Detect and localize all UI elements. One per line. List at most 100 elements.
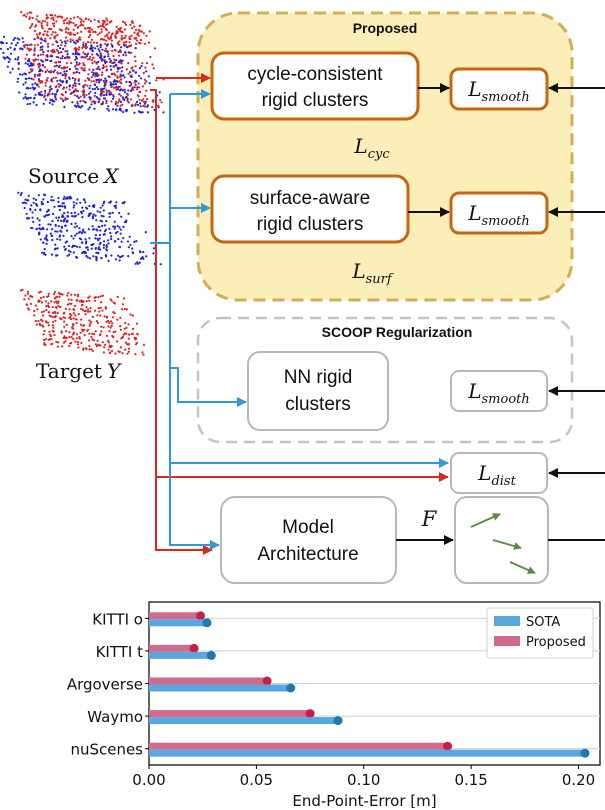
point [87, 77, 90, 80]
point [99, 295, 102, 298]
point [75, 255, 78, 259]
point [63, 195, 66, 198]
point [61, 16, 64, 19]
point [142, 71, 145, 75]
point [39, 81, 42, 84]
point [116, 70, 119, 73]
point [80, 212, 83, 215]
point [86, 256, 89, 259]
point [58, 47, 62, 50]
point [47, 49, 50, 53]
point [80, 341, 83, 344]
point [57, 300, 60, 303]
point [44, 98, 47, 101]
point [107, 31, 111, 34]
point [48, 27, 51, 30]
point [82, 56, 85, 59]
point [133, 111, 136, 114]
point [103, 315, 106, 318]
point [105, 68, 108, 71]
point [51, 315, 54, 319]
point [72, 84, 75, 87]
point [109, 298, 112, 301]
point [122, 110, 125, 114]
point [116, 75, 119, 78]
point [59, 39, 62, 42]
point [162, 111, 165, 114]
x-tick-label: 0.05 [240, 771, 273, 789]
point [39, 41, 43, 45]
point-proposed [305, 709, 315, 719]
point [35, 323, 38, 326]
point [114, 258, 118, 261]
point [47, 209, 50, 212]
point [88, 106, 91, 109]
point [82, 63, 85, 66]
point [56, 79, 59, 83]
point [47, 311, 51, 314]
point [51, 324, 55, 327]
point [46, 200, 49, 204]
point [145, 34, 148, 37]
cycle-consistent-box [210, 51, 420, 121]
point [89, 56, 92, 59]
point [136, 333, 139, 336]
point [127, 72, 130, 75]
point [114, 240, 117, 243]
point [110, 61, 114, 64]
point [26, 12, 29, 15]
point [92, 339, 95, 342]
flow-symbol: F [421, 507, 438, 531]
smooth-loss-box-2 [449, 191, 549, 235]
point [119, 59, 122, 62]
point [24, 96, 27, 99]
point [99, 306, 102, 309]
point [52, 212, 55, 216]
point [48, 71, 52, 74]
point [32, 62, 35, 65]
point [72, 237, 75, 240]
point [20, 11, 23, 14]
point [17, 56, 20, 59]
point [120, 255, 123, 258]
point [89, 90, 92, 93]
point [122, 41, 125, 44]
point [87, 73, 90, 76]
point [114, 49, 117, 52]
point [87, 108, 90, 111]
point [43, 66, 47, 69]
bar-sota [149, 717, 338, 725]
category-label: Argoverse [67, 676, 143, 694]
point [53, 37, 56, 40]
point [108, 330, 111, 333]
point [104, 35, 107, 38]
point [98, 50, 101, 53]
point [56, 302, 59, 305]
point-sota [333, 716, 343, 726]
point [76, 293, 80, 296]
point [9, 52, 13, 55]
point [21, 201, 24, 204]
point [44, 89, 47, 93]
point [52, 330, 55, 333]
point [123, 297, 126, 300]
point [92, 255, 95, 258]
point [6, 65, 9, 68]
point [115, 100, 118, 103]
point [73, 244, 77, 248]
point [112, 108, 115, 111]
point [15, 44, 18, 47]
point [77, 48, 80, 51]
point [54, 243, 57, 246]
point [16, 58, 19, 61]
point [86, 308, 90, 311]
point [6, 48, 9, 51]
point [63, 22, 66, 25]
point [99, 88, 102, 91]
point [91, 28, 94, 31]
point [115, 25, 118, 28]
point [51, 311, 55, 314]
